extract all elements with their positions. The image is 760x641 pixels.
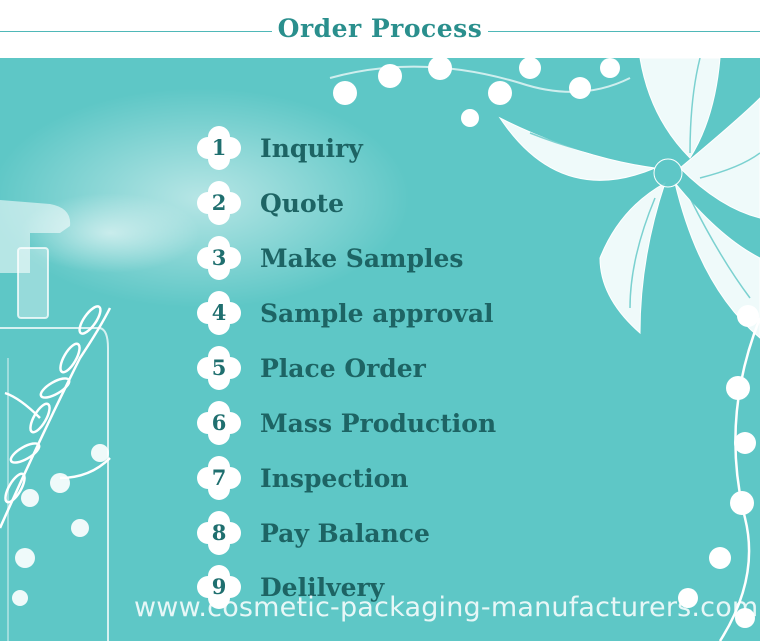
step-badge: 9 — [195, 565, 243, 609]
flower-badge-icon — [197, 291, 241, 335]
flower-badge-icon — [197, 236, 241, 280]
step-number: 4 — [211, 300, 227, 325]
step-label: Inspection — [260, 463, 409, 493]
step-label: Delilvery — [260, 572, 385, 602]
step-quote: 2 Quote — [195, 181, 344, 225]
header-rule-left — [0, 31, 272, 32]
step-badge: 5 — [195, 346, 243, 390]
step-place-order: 5 Place Order — [195, 346, 426, 390]
flower-badge-icon — [197, 456, 241, 500]
flower-badge-icon — [197, 565, 241, 609]
step-badge: 4 — [195, 291, 243, 335]
flower-badge-icon — [197, 511, 241, 555]
step-number: 2 — [211, 190, 227, 215]
small-flowers-left — [12, 444, 109, 606]
header-rule-right — [488, 31, 760, 32]
page-header: Order Process — [0, 0, 760, 60]
flower-badge-icon — [197, 181, 241, 225]
step-label: Make Samples — [260, 243, 464, 273]
step-number: 9 — [211, 574, 227, 599]
step-label: Mass Production — [260, 408, 497, 438]
page-title: Order Process — [277, 14, 483, 43]
flower-icon — [498, 58, 760, 339]
step-sample-approval: 4 Sample approval — [195, 291, 494, 335]
small-flowers-top — [333, 58, 620, 127]
step-label: Place Order — [260, 353, 426, 383]
step-inquiry: 1 Inquiry — [195, 126, 363, 170]
step-number: 7 — [211, 465, 227, 490]
flower-badge-icon — [197, 126, 241, 170]
step-badge: 7 — [195, 456, 243, 500]
step-number: 5 — [211, 355, 227, 380]
step-label: Sample approval — [260, 298, 494, 328]
leaf-branch-icon — [0, 305, 112, 529]
step-number: 1 — [211, 135, 227, 160]
banner: 1 Inquiry 2 Quote 3 Make Samples 4 Sampl… — [0, 58, 760, 641]
step-number: 8 — [211, 520, 227, 545]
step-delivery: 9 Delilvery — [195, 565, 384, 609]
flower-badge-icon — [197, 346, 241, 390]
step-badge: 6 — [195, 401, 243, 445]
step-label: Quote — [260, 188, 345, 218]
step-badge: 3 — [195, 236, 243, 280]
small-flowers-right — [678, 305, 759, 628]
website-watermark: www.cosmetic-packaging-manufacturers.com — [134, 592, 759, 623]
step-make-samples: 3 Make Samples — [195, 236, 463, 280]
step-badge: 8 — [195, 511, 243, 555]
step-pay-balance: 8 Pay Balance — [195, 511, 430, 555]
step-inspection: 7 Inspection — [195, 456, 408, 500]
step-badge: 1 — [195, 126, 243, 170]
order-steps: 1 Inquiry 2 Quote 3 Make Samples 4 Sampl… — [0, 58, 760, 641]
step-label: Pay Balance — [260, 518, 430, 548]
step-mass-production: 6 Mass Production — [195, 401, 496, 445]
flower-badge-icon — [197, 401, 241, 445]
step-number: 6 — [211, 410, 227, 435]
spray-bottle-icon — [0, 200, 109, 641]
step-badge: 2 — [195, 181, 243, 225]
step-label: Inquiry — [260, 133, 363, 163]
step-number: 3 — [211, 245, 227, 270]
